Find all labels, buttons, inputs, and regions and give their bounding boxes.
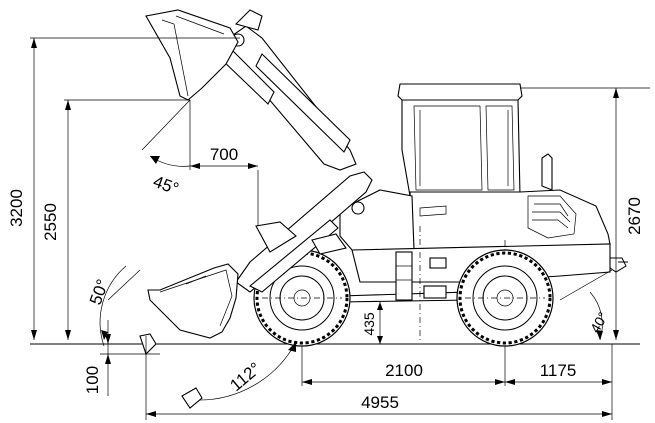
dimension-overall-height: 2670 — [520, 87, 650, 340]
dim-100-label: 100 — [83, 366, 102, 394]
dim-2550-label: 2550 — [41, 203, 60, 241]
dimension-overall-length: 4955 — [145, 336, 612, 420]
angle-rollback: 50° — [86, 265, 141, 347]
dim-4955-label: 4955 — [361, 393, 399, 412]
dim-1175-label: 1175 — [540, 361, 577, 380]
dimension-max-dump-height: 3200 — [7, 37, 240, 340]
rear-wheel — [456, 249, 554, 347]
lift-arm-lowered — [235, 171, 373, 293]
dimension-dump-reach: 700 — [189, 100, 259, 226]
angle-tilt: 112° — [181, 341, 297, 409]
bucket-raised — [145, 9, 239, 101]
dim-2670-label: 2670 — [625, 197, 644, 235]
dimension-dump-height: 2550 — [41, 99, 190, 340]
angle-dump: 45° — [141, 99, 191, 199]
dimension-ground-clearance: 435 — [361, 302, 383, 344]
bucket-lowered — [147, 263, 239, 339]
lift-arm-raised — [219, 9, 357, 171]
dim-700-label: 700 — [210, 145, 238, 164]
dim-435-label: 435 — [361, 312, 377, 336]
dim-2100-label: 2100 — [385, 361, 423, 380]
dim-3200-label: 3200 — [7, 189, 26, 227]
angle-45-label: 45° — [151, 172, 182, 199]
dimension-rear-overhang: 1175 — [505, 361, 612, 385]
angle-50-label: 50° — [86, 277, 113, 308]
dimension-digging-depth: 100 — [83, 320, 160, 396]
angle-40-label: 40° — [587, 309, 611, 335]
angle-departure: 40° — [559, 269, 613, 341]
